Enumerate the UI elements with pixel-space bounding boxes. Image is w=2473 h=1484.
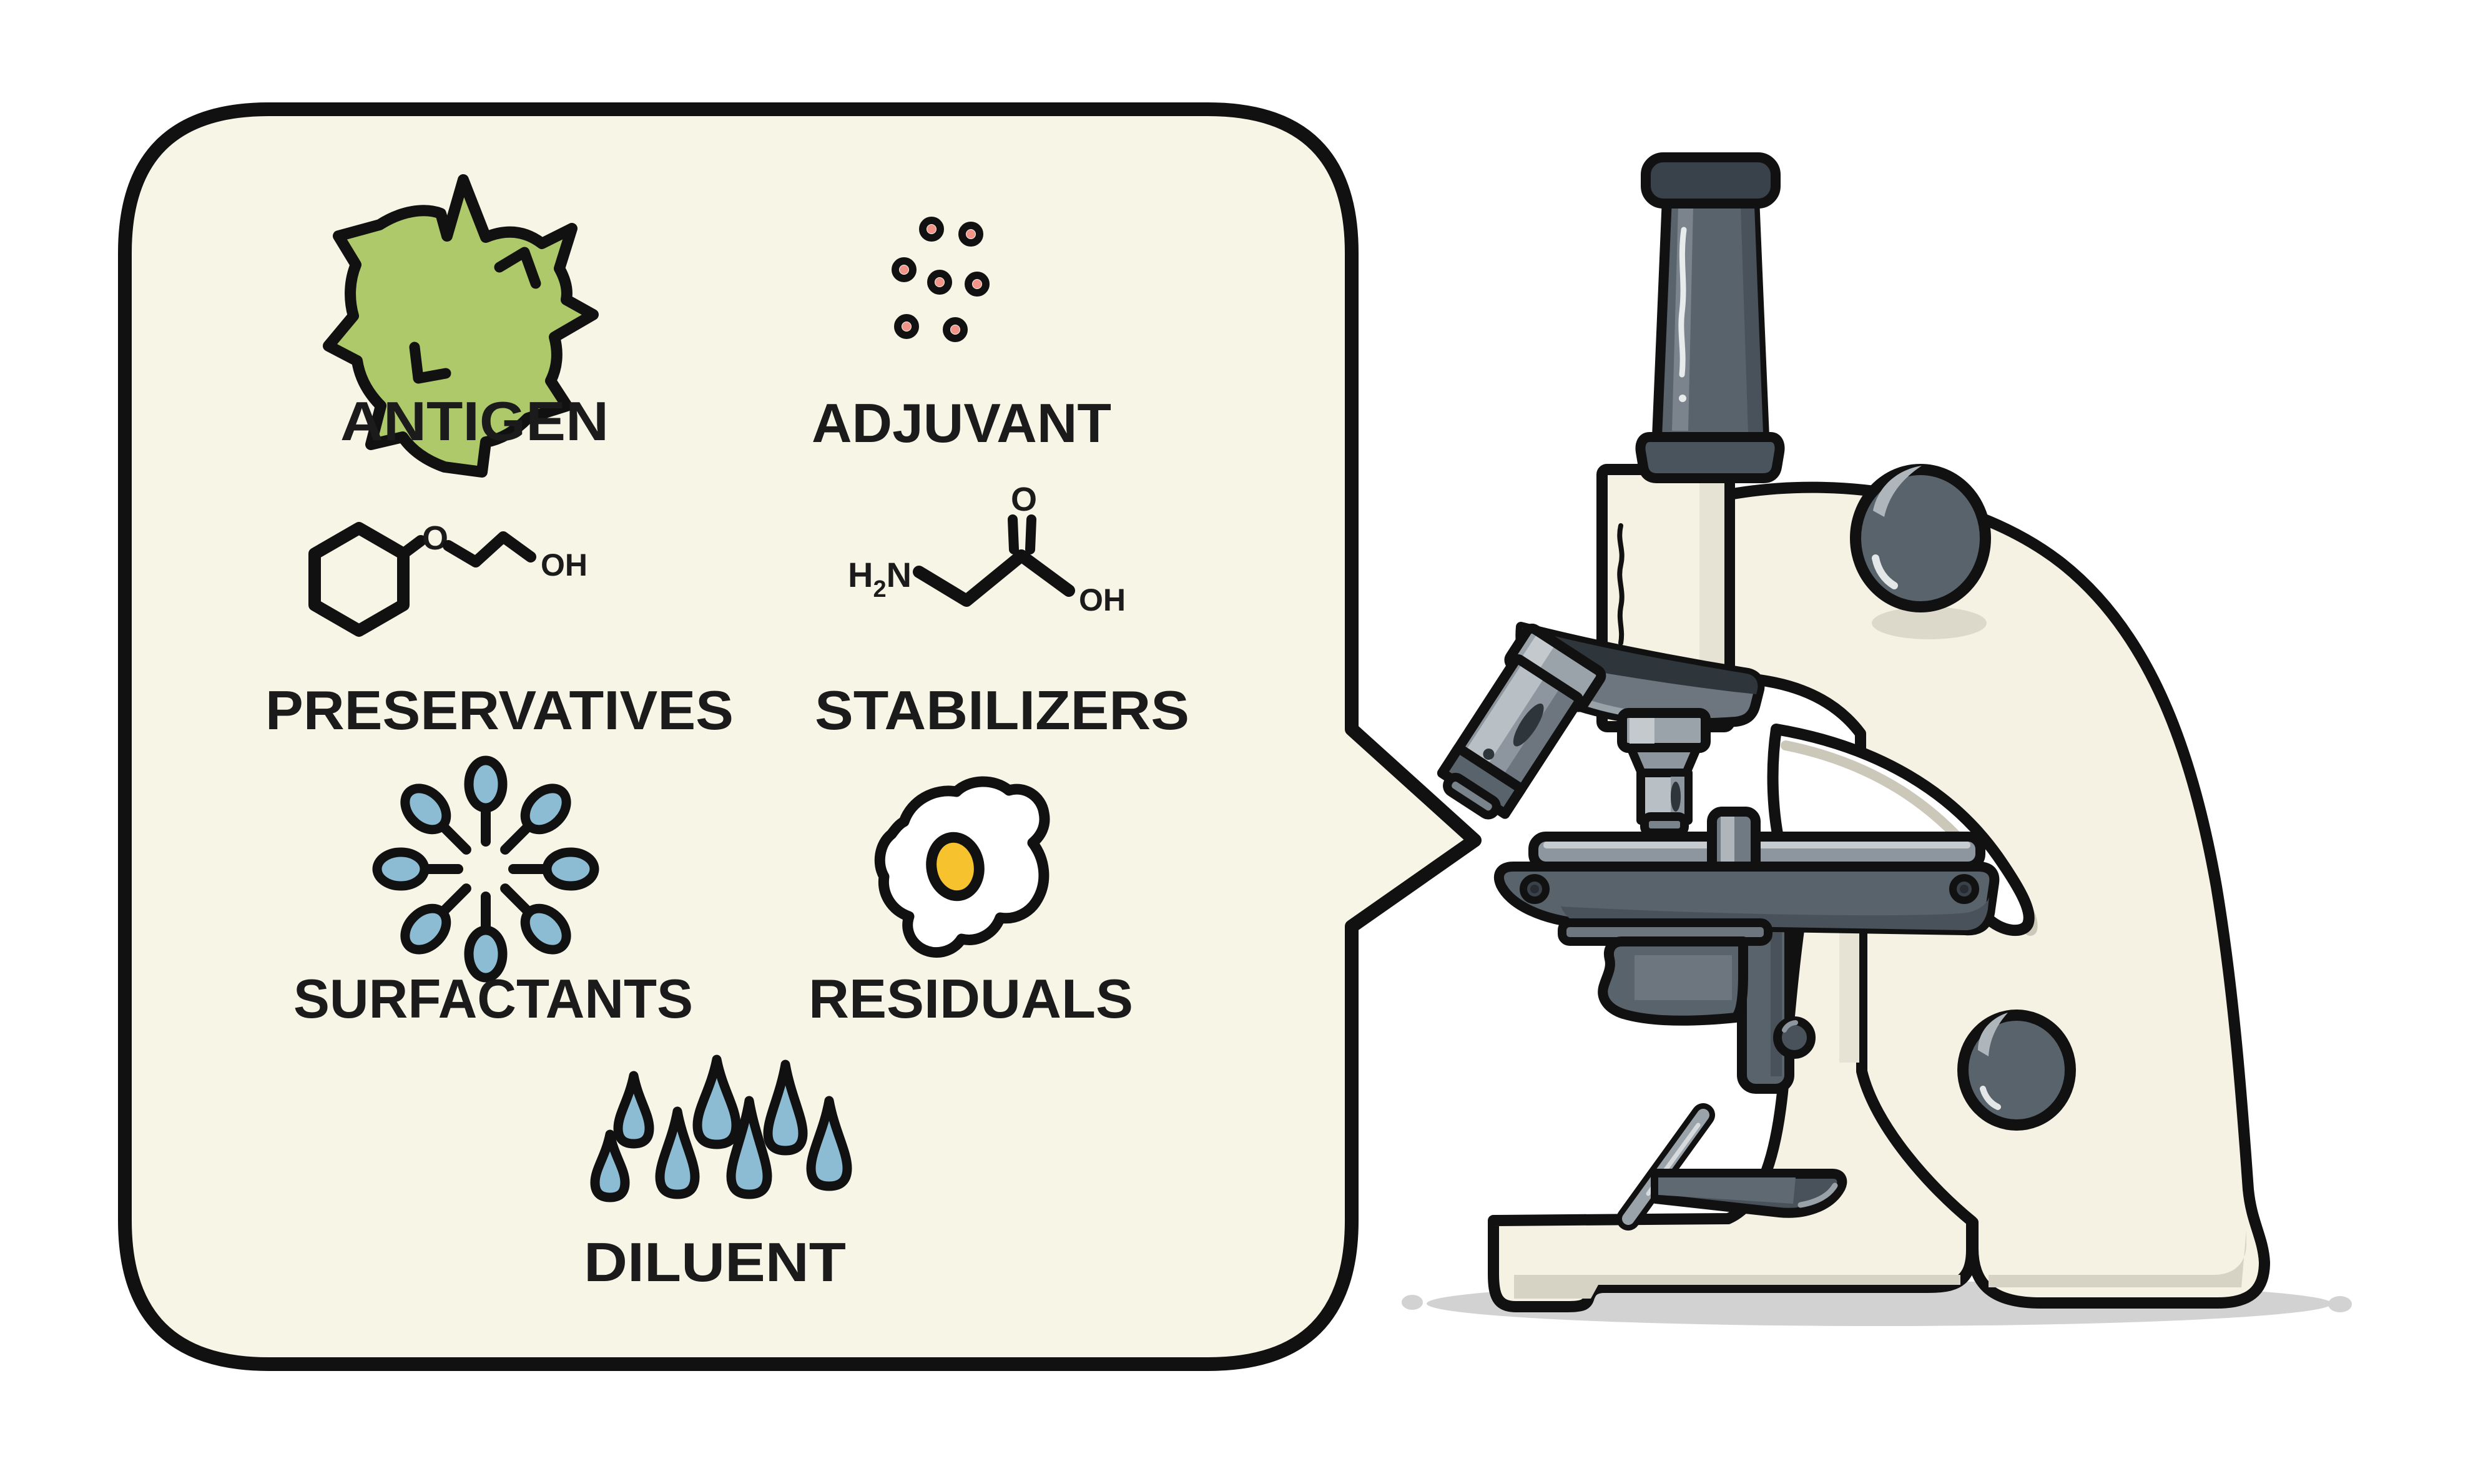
adjuvant-dot (927, 270, 952, 295)
water-drop (613, 1071, 654, 1149)
eyepiece-cap (1641, 152, 1781, 209)
adjuvant-dot (892, 257, 917, 282)
micelle-head (542, 847, 599, 891)
label-antigen: ANTIGEN (340, 390, 609, 452)
micelle-head (520, 784, 571, 835)
carbonyl-oxygen-label: O (1011, 481, 1037, 518)
fine-focus-knob (1957, 1010, 2076, 1131)
fried-egg-icon (874, 776, 1050, 958)
micelle-head (400, 784, 451, 835)
micelle-head (520, 903, 571, 955)
micelle-tail (500, 820, 534, 855)
water-drop (806, 1096, 852, 1191)
label-surfactants: SURFACTANTS (293, 968, 693, 1029)
micelle-tail (500, 883, 534, 918)
bubble-labels: ANTIGEN ADJUVANT PRESERVATIVES STABILIZE… (265, 390, 1189, 1293)
micelle-head (372, 847, 430, 891)
adjuvant-dot (894, 314, 919, 339)
condenser-knob (1773, 1016, 1816, 1059)
water-drop (655, 1106, 700, 1199)
glycine-molecule-icon: H2N O OH (848, 481, 1126, 617)
label-stabilizers: STABILIZERS (815, 679, 1189, 741)
water-drop (590, 1129, 630, 1202)
water-drop (763, 1059, 808, 1156)
arm-base-shading (1989, 1230, 2246, 1287)
water-drop (692, 1054, 741, 1149)
micelle-head (400, 903, 451, 955)
amine-label: H2N (848, 555, 912, 602)
micelle-head (464, 755, 508, 813)
virus-icon (323, 174, 599, 478)
micelle-icon (372, 755, 599, 983)
adjuvant-dot (943, 317, 968, 342)
microscope-eyepiece (1635, 152, 1785, 483)
label-diluent: DILUENT (584, 1231, 846, 1293)
opening-shading (1781, 740, 1975, 855)
label-adjuvant: ADJUVANT (812, 392, 1111, 454)
micelle-tail (437, 883, 471, 918)
adjuvant-dot (919, 217, 944, 242)
hydroxyl-label: OH (1079, 582, 1126, 617)
column-crack-detail (1617, 523, 1625, 646)
objective-lens-angled (1437, 623, 1606, 820)
label-residuals: RESIDUALS (809, 968, 1133, 1029)
coarse-focus-knob (1850, 464, 1991, 639)
particles-icon (892, 217, 990, 342)
microscope-illustration (1402, 152, 2352, 1326)
microscope-stage (1493, 807, 2000, 1094)
micelle-head (464, 925, 508, 983)
objective-lens-vertical (1617, 708, 1711, 837)
ether-oxygen-label: O (422, 519, 448, 557)
droplets-icon (590, 1054, 852, 1202)
base-shading (1514, 1275, 1960, 1299)
hydroxyl-label: OH (541, 548, 588, 582)
water-drop (726, 1096, 772, 1199)
phenoxyethanol-molecule-icon: O OH (308, 519, 588, 637)
label-preservatives: PRESERVATIVES (265, 679, 734, 741)
adjuvant-dot (965, 272, 990, 297)
adjuvant-dot (958, 222, 983, 247)
microscope-tray (1651, 1169, 1847, 1218)
micelle-tail (437, 820, 471, 855)
eyepiece-flare (1635, 432, 1785, 483)
